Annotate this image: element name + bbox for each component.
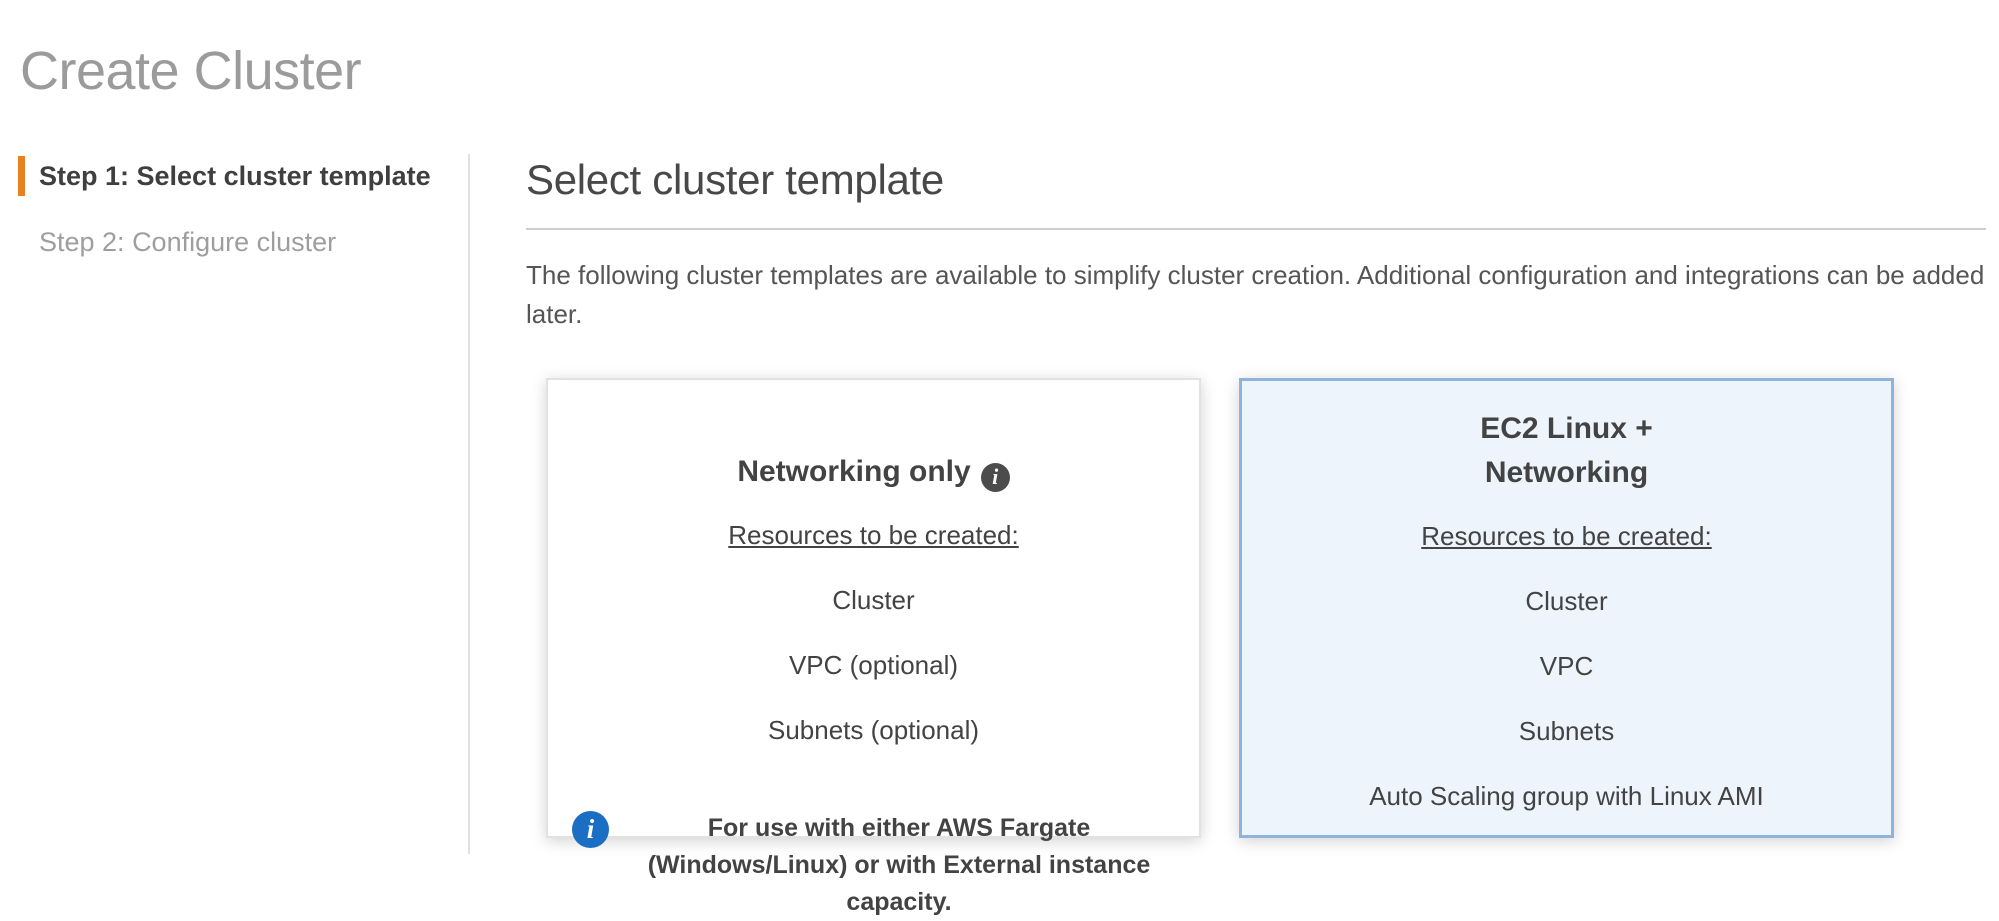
- resource-item: Cluster: [832, 585, 915, 615]
- template-card-ec2-linux-networking[interactable]: EC2 Linux + Networking Resources to be c…: [1239, 378, 1894, 838]
- template-card-note: i For use with either AWS Fargate (Windo…: [572, 810, 1175, 921]
- template-card-title: EC2 Linux + Networking: [1480, 412, 1653, 489]
- resource-item: Auto Scaling group with Linux AMI: [1369, 781, 1764, 811]
- template-card-title-text: Networking only: [737, 455, 971, 488]
- template-card-title: Networking only i: [737, 406, 1010, 494]
- section-divider: [526, 228, 1986, 230]
- step-content: Select cluster template The following cl…: [468, 154, 1999, 916]
- resource-item: Subnets (optional): [767, 715, 980, 745]
- resource-item: VPC (optional): [788, 650, 959, 680]
- template-card-networking-only[interactable]: Networking only i Resources to be created…: [546, 378, 1201, 916]
- resources-label: Resources to be created:: [728, 520, 1019, 550]
- page-title: Create Cluster: [20, 41, 362, 101]
- info-icon: i: [572, 811, 609, 848]
- resource-item: Subnets: [1518, 716, 1615, 746]
- info-icon[interactable]: i: [980, 462, 1010, 492]
- resource-item: VPC: [1539, 651, 1594, 681]
- resource-item: Cluster: [1525, 586, 1608, 616]
- template-cards: Networking only i Resources to be created…: [546, 378, 1986, 916]
- section-description: The following cluster templates are avai…: [526, 260, 1985, 329]
- resources-label: Resources to be created:: [1421, 521, 1712, 551]
- wizard-steps-sidebar: Step 1: Select cluster template Step 2: …: [0, 154, 468, 854]
- sidebar-step-2: Step 2: Configure cluster: [39, 227, 337, 257]
- sidebar-step-1[interactable]: Step 1: Select cluster template: [18, 156, 468, 196]
- template-card-note-text: For use with either AWS Fargate (Windows…: [647, 814, 1151, 916]
- section-title: Select cluster template: [526, 156, 944, 203]
- wizard-layout: Step 1: Select cluster template Step 2: …: [0, 154, 1999, 916]
